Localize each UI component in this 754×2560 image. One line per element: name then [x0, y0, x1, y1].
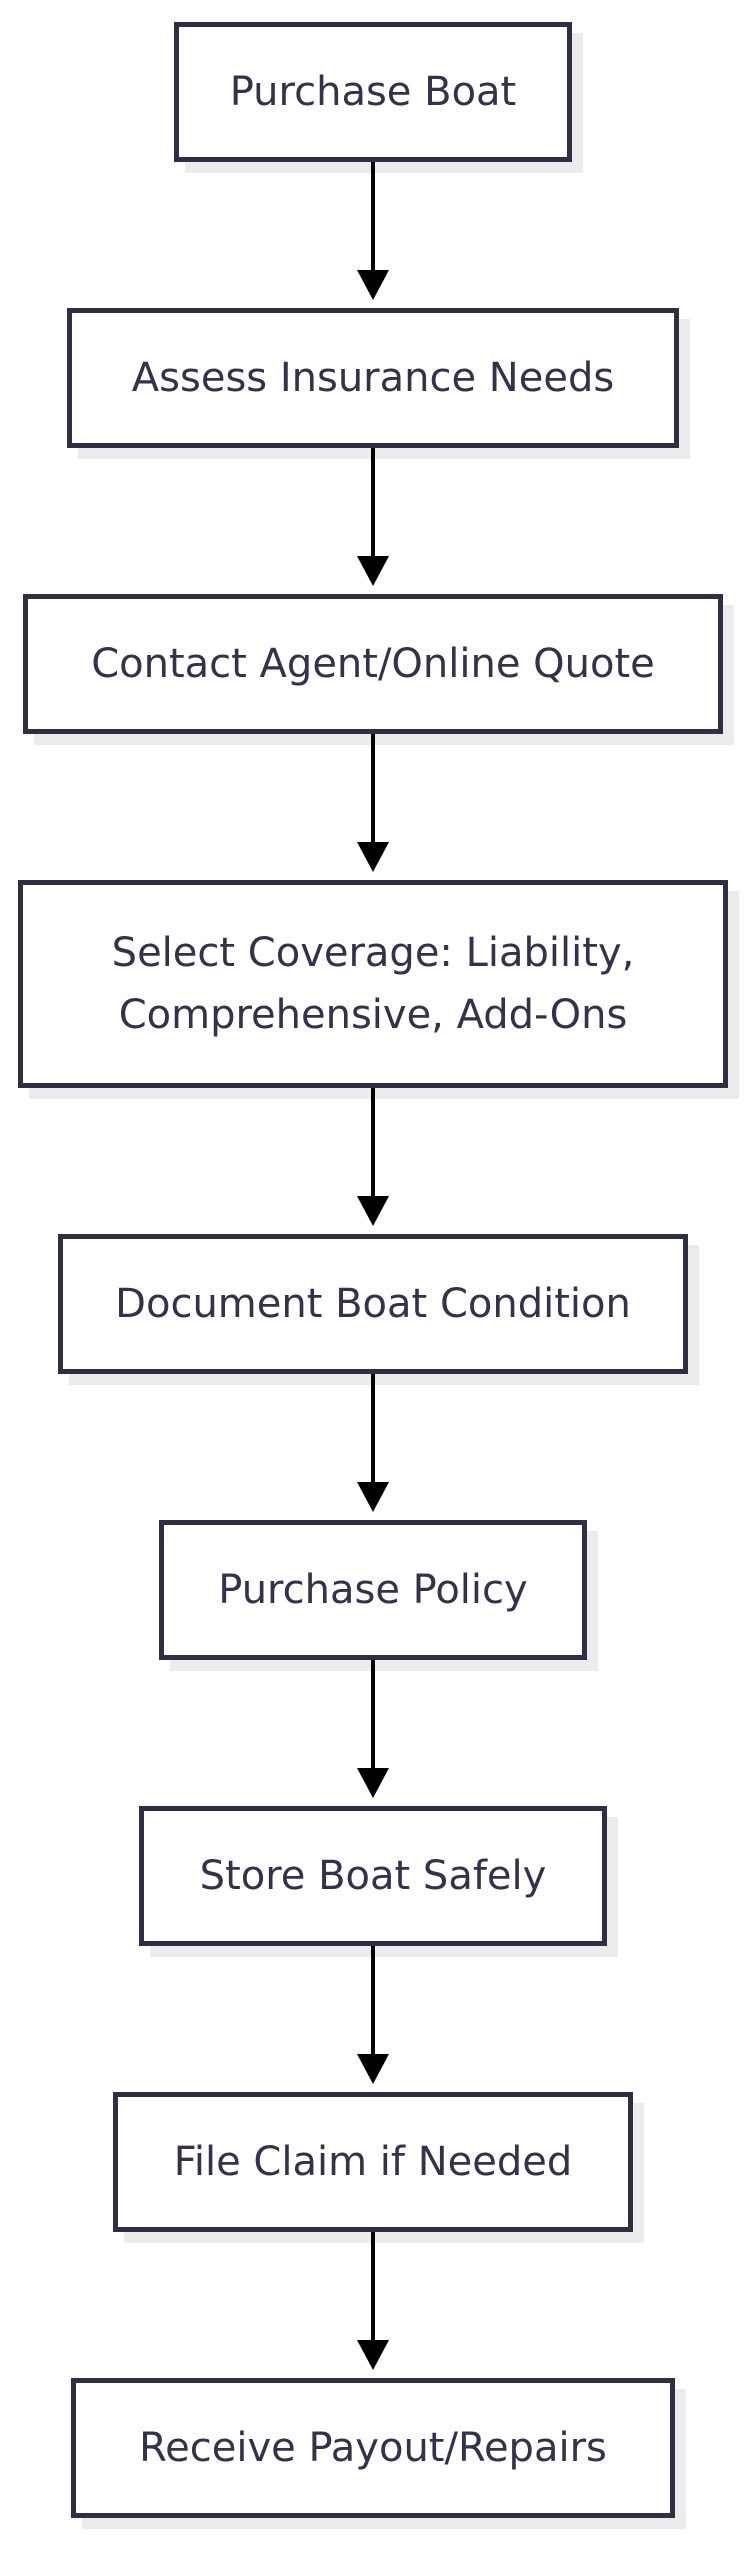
arrow-shaft [371, 1946, 375, 2054]
flowchart: Purchase Boat Assess Insurance Needs Con… [18, 22, 728, 2518]
edge-arrow-1 [357, 162, 389, 308]
node-purchase-boat: Purchase Boat [174, 22, 572, 162]
arrow-shaft [371, 1660, 375, 1768]
node-label-line-2: Comprehensive, Add-Ons [118, 992, 628, 1038]
node-receive-payout-repairs: Receive Payout/Repairs [71, 2378, 675, 2518]
node-label-line-1: Select Coverage: Liability, [111, 930, 635, 976]
node-assess-insurance-needs: Assess Insurance Needs [67, 308, 679, 448]
edge-arrow-2 [357, 448, 389, 594]
arrow-shaft [371, 734, 375, 842]
edge-arrow-7 [357, 1946, 389, 2092]
arrow-down-icon [357, 1768, 389, 1798]
arrow-shaft [371, 1088, 375, 1196]
arrow-down-icon [357, 2340, 389, 2370]
arrow-down-icon [357, 2054, 389, 2084]
arrow-shaft [371, 1374, 375, 1482]
node-contact-agent-online-quote: Contact Agent/Online Quote [23, 594, 723, 734]
edge-arrow-5 [357, 1374, 389, 1520]
node-label: Document Boat Condition [115, 1281, 631, 1327]
edge-arrow-4 [357, 1088, 389, 1234]
arrow-down-icon [357, 270, 389, 300]
node-select-coverage: Select Coverage: Liability, Comprehensiv… [18, 880, 728, 1088]
node-file-claim-if-needed: File Claim if Needed [113, 2092, 633, 2232]
arrow-down-icon [357, 556, 389, 586]
node-label: Purchase Policy [218, 1567, 528, 1613]
edge-arrow-3 [357, 734, 389, 880]
arrow-down-icon [357, 1196, 389, 1226]
arrow-shaft [371, 2232, 375, 2340]
arrow-shaft [371, 448, 375, 556]
node-label: Receive Payout/Repairs [139, 2425, 607, 2471]
node-label: File Claim if Needed [173, 2139, 573, 2185]
arrow-down-icon [357, 842, 389, 872]
node-store-boat-safely: Store Boat Safely [139, 1806, 607, 1946]
node-label: Store Boat Safely [199, 1853, 547, 1899]
arrow-down-icon [357, 1482, 389, 1512]
node-label: Purchase Boat [229, 69, 517, 115]
node-label: Assess Insurance Needs [131, 355, 615, 401]
edge-arrow-6 [357, 1660, 389, 1806]
node-purchase-policy: Purchase Policy [159, 1520, 587, 1660]
node-label: Contact Agent/Online Quote [91, 641, 655, 687]
node-document-boat-condition: Document Boat Condition [58, 1234, 688, 1374]
edge-arrow-8 [357, 2232, 389, 2378]
arrow-shaft [371, 162, 375, 270]
